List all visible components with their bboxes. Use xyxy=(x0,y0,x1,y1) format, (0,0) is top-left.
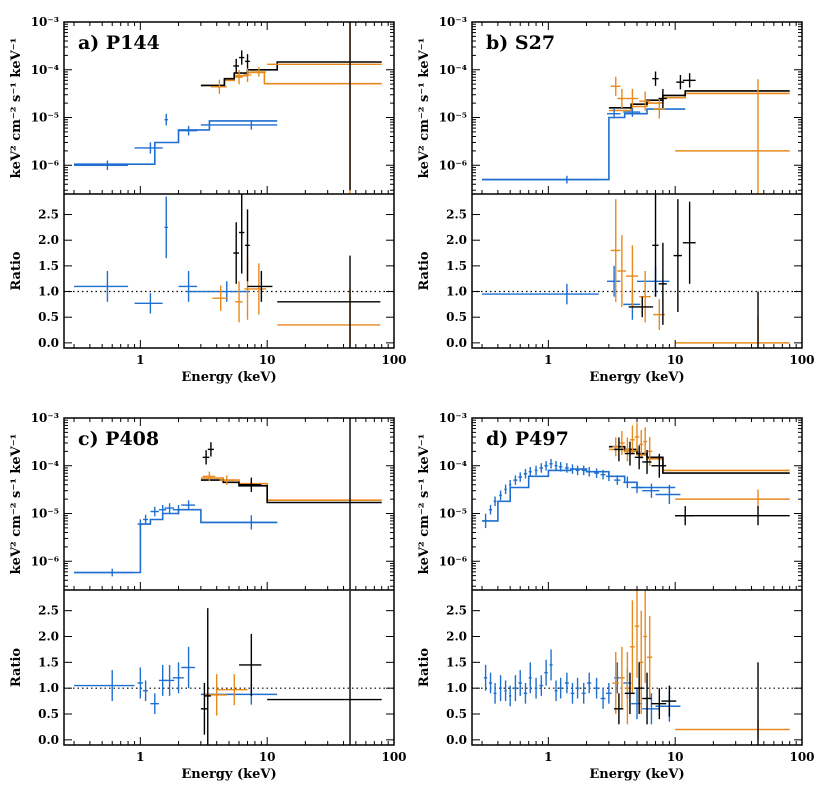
ratio-tick-label: 2.0 xyxy=(38,233,59,247)
ratio-tick-label: 1.0 xyxy=(38,681,59,695)
panel-title: d) P497 xyxy=(486,428,569,450)
ratio-tick-label: 1.5 xyxy=(38,259,59,273)
y-axis-label: keV² cm⁻² s⁻¹ keV⁻¹ xyxy=(9,434,24,575)
x-tick-label: 100 xyxy=(381,750,406,764)
y-tick-label: 10⁻⁴ xyxy=(31,459,59,473)
ratio-axis-label: Ratio xyxy=(9,648,24,687)
x-axis-label: Energy (keV) xyxy=(589,767,684,782)
plot-frame xyxy=(63,21,395,349)
x-axis-label: Energy (keV) xyxy=(181,370,276,385)
model-line-xmm xyxy=(482,468,676,522)
x-tick-label: 100 xyxy=(789,353,814,367)
x-axis-label: Energy (keV) xyxy=(589,370,684,385)
y-axis-label: keV² cm⁻² s⁻¹ keV⁻¹ xyxy=(417,434,432,575)
x-axis-label: Energy (keV) xyxy=(181,767,276,782)
panel-title: a) P144 xyxy=(78,32,160,54)
plot-frame xyxy=(63,417,395,746)
ratio-tick-label: 0.5 xyxy=(446,310,467,324)
ratio-axis-label: Ratio xyxy=(417,648,432,687)
plot-frame xyxy=(471,21,803,349)
model-line-xmm xyxy=(74,508,278,574)
y-tick-label: 10⁻⁴ xyxy=(31,63,59,77)
y-tick-label: 10⁻³ xyxy=(31,411,59,425)
x-tick-label: 1 xyxy=(136,353,144,367)
panel-2: 1 10 100 10⁻⁶ 10⁻⁵ 10⁻⁴ 10⁻³ 0.0 0.5 1.0 1.5 2.0 2.5… xyxy=(417,15,815,385)
ratio-axis-label: Ratio xyxy=(9,251,24,290)
panel-4: 1 10 100 10⁻⁶ 10⁻⁵ 10⁻⁴ 10⁻³ 0.0 0.5 1.0 1.5 2.0 2.5… xyxy=(417,411,815,782)
y-tick-label: 10⁻³ xyxy=(31,15,59,29)
x-tick-label: 10 xyxy=(667,353,684,367)
x-tick-label: 1 xyxy=(136,750,144,764)
ratio-tick-label: 1.5 xyxy=(446,259,467,273)
ratio-tick-label: 1.0 xyxy=(446,681,467,695)
panel-title: c) P408 xyxy=(78,428,159,450)
ratio-tick-label: 2.0 xyxy=(446,233,467,247)
panel-1: 1 10 100 10⁻⁶ 10⁻⁵ 10⁻⁴ 10⁻³ 0.0 0.5 1.0 1.5 2.0 2.5… xyxy=(9,15,407,385)
y-tick-label: 10⁻⁴ xyxy=(439,459,467,473)
ratio-tick-label: 2.0 xyxy=(446,630,467,644)
ratio-tick-label: 2.0 xyxy=(38,630,59,644)
model-line-nustar_a xyxy=(608,92,790,112)
ratio-tick-label: 0.0 xyxy=(446,336,467,350)
x-tick-label: 10 xyxy=(667,750,684,764)
y-tick-label: 10⁻³ xyxy=(439,15,467,29)
model-line-nustar_b xyxy=(200,479,382,504)
y-tick-label: 10⁻⁶ xyxy=(31,554,59,568)
model-line-nustar_a xyxy=(200,477,382,501)
ratio-tick-label: 2.5 xyxy=(446,208,467,222)
panel-title: b) S27 xyxy=(486,32,555,54)
ratio-tick-label: 2.5 xyxy=(446,604,467,618)
y-tick-label: 10⁻⁵ xyxy=(439,111,467,125)
x-tick-label: 10 xyxy=(259,353,276,367)
ratio-tick-label: 0.5 xyxy=(38,310,59,324)
model-line-nustar_b xyxy=(608,90,790,109)
panel-3: 1 10 100 10⁻⁶ 10⁻⁵ 10⁻⁴ 10⁻³ 0.0 0.5 1.0 1.5 2.0 2.5… xyxy=(9,411,407,782)
y-tick-label: 10⁻⁴ xyxy=(439,63,467,77)
x-tick-label: 10 xyxy=(259,750,276,764)
ratio-tick-label: 1.0 xyxy=(38,285,59,299)
x-tick-label: 1 xyxy=(544,353,552,367)
y-tick-label: 10⁻⁶ xyxy=(31,158,59,172)
ratio-tick-label: 0.5 xyxy=(38,707,59,721)
model-line-xmm xyxy=(482,108,686,181)
ratio-tick-label: 0.0 xyxy=(446,733,467,747)
x-tick-label: 100 xyxy=(789,750,814,764)
x-tick-label: 100 xyxy=(381,353,406,367)
ratio-tick-label: 2.5 xyxy=(38,208,59,222)
ratio-tick-label: 1.5 xyxy=(38,655,59,669)
y-tick-label: 10⁻⁵ xyxy=(31,507,59,521)
y-tick-label: 10⁻⁵ xyxy=(439,507,467,521)
ratio-tick-label: 0.0 xyxy=(38,336,59,350)
y-tick-label: 10⁻⁶ xyxy=(439,158,467,172)
x-tick-label: 1 xyxy=(544,750,552,764)
ratio-tick-label: 0.0 xyxy=(38,733,59,747)
y-axis-label: keV² cm⁻² s⁻¹ keV⁻¹ xyxy=(9,38,24,179)
ratio-tick-label: 2.5 xyxy=(38,604,59,618)
ratio-tick-label: 1.5 xyxy=(446,655,467,669)
y-axis-label: keV² cm⁻² s⁻¹ keV⁻¹ xyxy=(417,38,432,179)
y-tick-label: 10⁻⁵ xyxy=(31,111,59,125)
model-line-nustar_b xyxy=(200,61,382,87)
model-line-nustar_a xyxy=(608,448,790,472)
ratio-tick-label: 0.5 xyxy=(446,707,467,721)
y-tick-label: 10⁻³ xyxy=(439,411,467,425)
ratio-axis-label: Ratio xyxy=(417,251,432,290)
model-line-xmm xyxy=(74,120,278,165)
y-tick-label: 10⁻⁶ xyxy=(439,554,467,568)
ratio-tick-label: 1.0 xyxy=(446,285,467,299)
